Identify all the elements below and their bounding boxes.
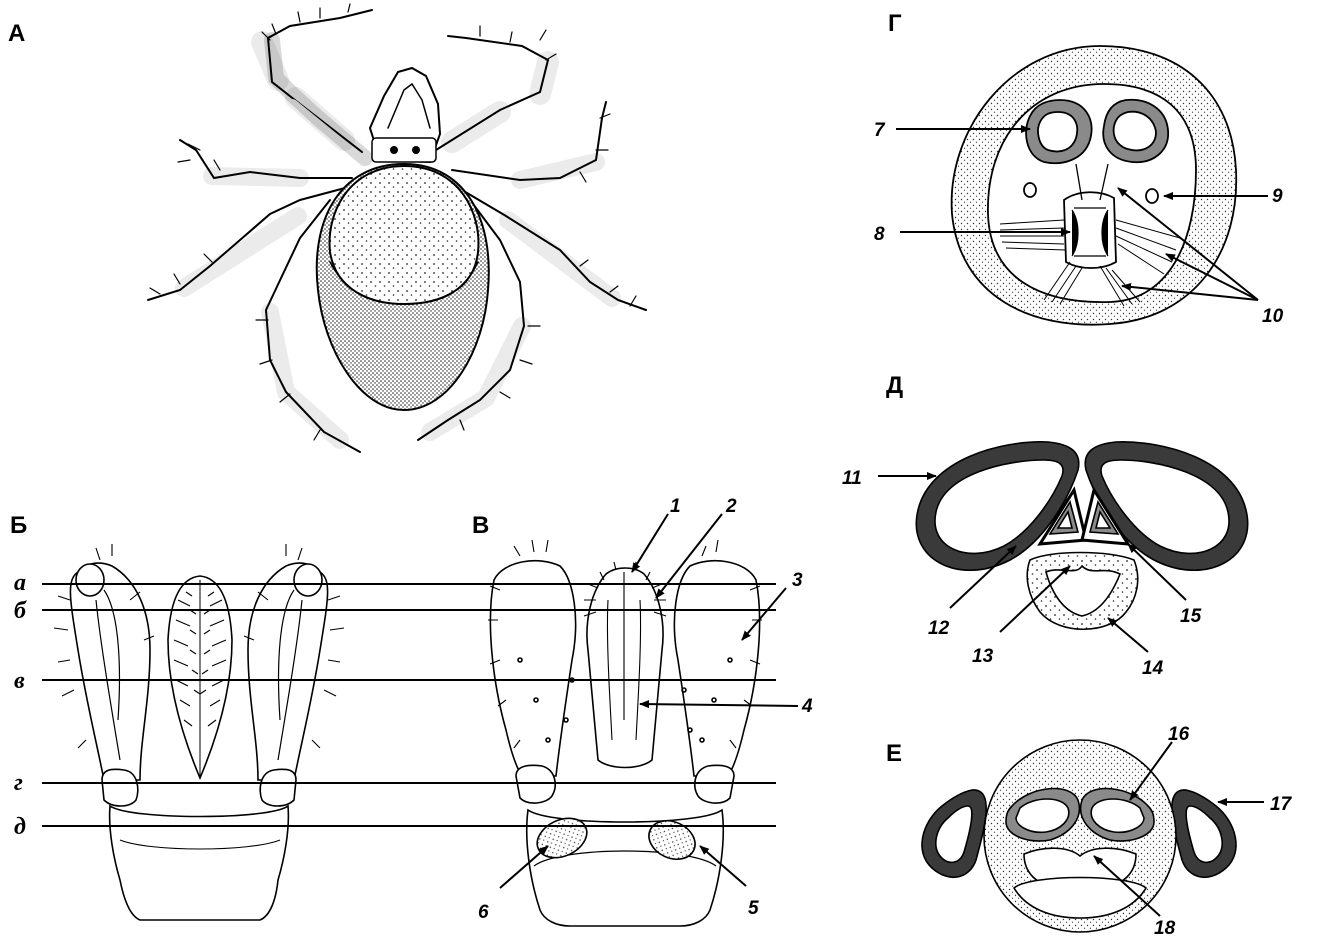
cross-section-d — [916, 442, 1247, 629]
callout-10: 10 — [1262, 306, 1284, 327]
callout-8: 8 — [874, 224, 885, 245]
callout-2: 2 — [725, 496, 737, 517]
callout-3: 3 — [792, 570, 803, 591]
callout-12: 12 — [928, 618, 950, 639]
mouthparts-v — [488, 540, 762, 926]
section-level-g: г — [14, 770, 23, 796]
section-level-b: б — [14, 598, 27, 624]
pharynx — [1064, 192, 1116, 268]
callout-11: 11 — [842, 468, 862, 489]
callout-4: 4 — [801, 696, 813, 717]
section-level-a: а — [14, 570, 26, 596]
section-level-v: в — [14, 668, 25, 694]
cross-section-g — [952, 46, 1237, 325]
basis-capituli-b — [110, 806, 289, 920]
tick-dorsal-view — [148, 4, 646, 452]
callout-14: 14 — [1142, 658, 1164, 679]
section-level-d: д — [14, 814, 26, 840]
chelicerae-v — [587, 568, 663, 768]
callout-18: 18 — [1154, 918, 1176, 939]
callout-13: 13 — [972, 646, 994, 667]
callout-1: 1 — [670, 496, 681, 517]
mouthparts-b — [54, 544, 344, 920]
cross-section-e — [922, 740, 1236, 932]
callout-9: 9 — [1272, 186, 1283, 207]
callout-6: 6 — [478, 902, 489, 923]
callout-7: 7 — [874, 120, 886, 141]
callout-5: 5 — [748, 898, 759, 919]
callout-15: 15 — [1180, 606, 1202, 627]
callout-16: 16 — [1168, 724, 1190, 745]
tick-scutum — [330, 166, 479, 304]
callout-17: 17 — [1270, 794, 1293, 815]
